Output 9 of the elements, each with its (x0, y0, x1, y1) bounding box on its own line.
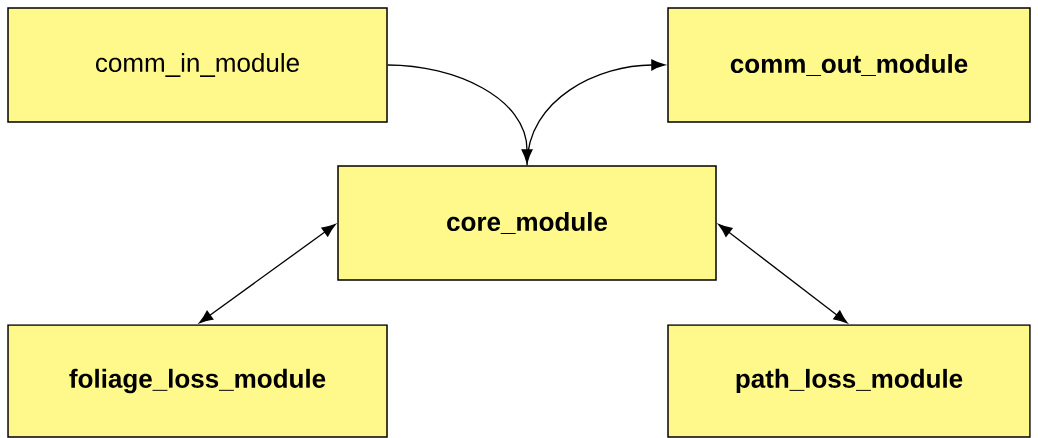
arrow (526, 59, 666, 166)
arrow (387, 64, 533, 164)
module-box: comm_out_module (667, 7, 1031, 123)
arrow (199, 223, 336, 324)
module-box: comm_in_module (7, 7, 388, 123)
module-box: core_module (337, 165, 717, 281)
module-box: foliage_loss_module (7, 324, 388, 438)
module-box: path_loss_module (667, 324, 1031, 438)
arrow (718, 223, 848, 324)
